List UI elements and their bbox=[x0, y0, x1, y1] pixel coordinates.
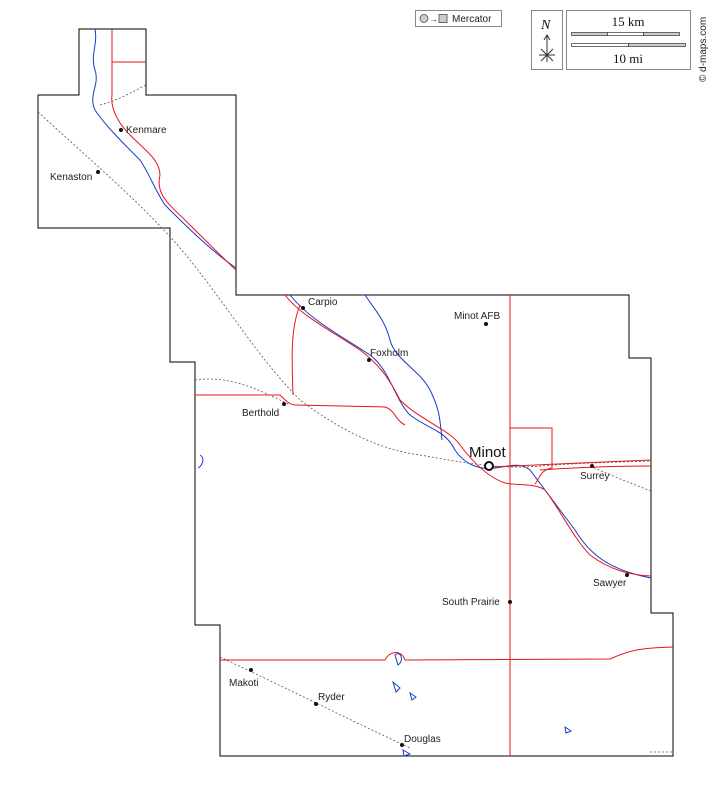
place-label: Sawyer bbox=[593, 578, 627, 589]
lake bbox=[394, 653, 402, 666]
river-souris bbox=[289, 294, 652, 579]
place-label: Berthold bbox=[242, 408, 279, 419]
river-tributary bbox=[364, 294, 443, 441]
projection-label: Mercator bbox=[452, 14, 492, 25]
river-souris bbox=[92, 28, 237, 269]
road bbox=[111, 29, 237, 271]
town-dot bbox=[508, 600, 512, 604]
railway-line bbox=[37, 111, 652, 468]
railway-line bbox=[589, 465, 652, 492]
place-label: Ryder bbox=[318, 692, 345, 703]
place-label: Carpio bbox=[308, 297, 338, 308]
place-label: Kenmare bbox=[126, 125, 167, 136]
railway-line bbox=[99, 84, 147, 106]
road bbox=[284, 294, 652, 577]
city-marker bbox=[484, 461, 494, 471]
lake bbox=[197, 454, 204, 469]
globe-icon bbox=[419, 14, 429, 23]
road bbox=[195, 394, 406, 426]
rivers bbox=[92, 28, 652, 757]
credit-label: © d-maps.com bbox=[698, 17, 709, 82]
place-label: Makoti bbox=[229, 678, 258, 689]
scale-km-label: 15 km bbox=[612, 14, 645, 29]
road bbox=[510, 427, 553, 485]
north-label: N bbox=[540, 18, 551, 33]
town-dot bbox=[367, 358, 371, 362]
scale-bar: 15 km 10 mi bbox=[566, 10, 691, 70]
town-dot bbox=[96, 170, 100, 174]
railway-line bbox=[194, 378, 291, 406]
arrow-icon: → bbox=[429, 14, 438, 24]
road bbox=[291, 304, 301, 396]
town-dot bbox=[282, 402, 286, 406]
place-label: Minot bbox=[469, 444, 507, 461]
railways bbox=[37, 84, 673, 753]
scale-mi-label: 10 mi bbox=[613, 51, 643, 66]
road bbox=[539, 465, 652, 471]
place-label: Foxholm bbox=[370, 348, 408, 359]
town-dot bbox=[119, 128, 123, 132]
lake bbox=[564, 725, 573, 734]
place-label: South Prairie bbox=[442, 597, 500, 608]
lake bbox=[409, 691, 417, 701]
road bbox=[220, 646, 674, 661]
projection-legend: → Mercator bbox=[415, 10, 502, 27]
county-border bbox=[37, 28, 674, 757]
town-dot bbox=[625, 573, 629, 577]
place-label: Kenaston bbox=[50, 172, 92, 183]
lake bbox=[402, 749, 412, 757]
town-dot bbox=[314, 702, 318, 706]
roads bbox=[111, 29, 674, 756]
town-dot bbox=[590, 464, 594, 468]
place-label: Douglas bbox=[404, 734, 441, 745]
town-dot bbox=[484, 322, 488, 326]
north-arrow: N bbox=[531, 10, 563, 70]
place-label: Surrey bbox=[580, 471, 609, 482]
town-dot bbox=[400, 743, 404, 747]
places: Kenmare Kenaston Carpio Minot AFB Foxhol… bbox=[50, 125, 629, 747]
town-dot bbox=[249, 668, 253, 672]
town-dot bbox=[301, 306, 305, 310]
road bbox=[489, 459, 652, 468]
place-label: Minot AFB bbox=[454, 311, 500, 322]
lake bbox=[392, 680, 401, 693]
square-map-icon bbox=[438, 14, 448, 23]
